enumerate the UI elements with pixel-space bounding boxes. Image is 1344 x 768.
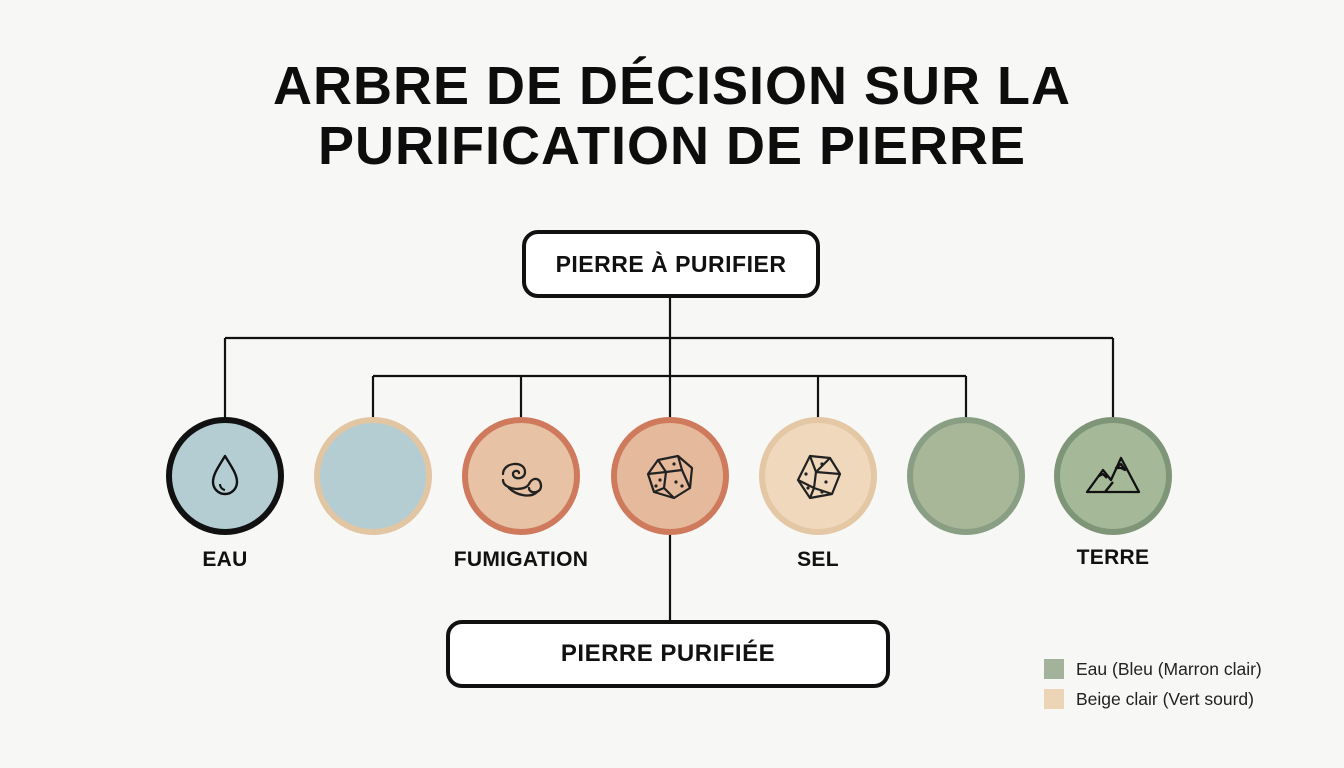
legend-item: Beige clair (Vert sourd)	[1044, 684, 1262, 714]
legend-item: Eau (Bleu (Marron clair)	[1044, 654, 1262, 684]
result-node-box: PIERRE PURIFIÉE	[446, 620, 890, 688]
node-fumigation	[462, 417, 580, 535]
node-label-fumigation: FUMIGATION	[453, 548, 589, 571]
salt-crystal-icon	[796, 454, 842, 500]
title-line-2: PURIFICATION DE PIERRE	[317, 116, 1027, 176]
node-green-empty	[907, 417, 1025, 535]
result-node-label: PIERRE PURIFIÉE	[560, 640, 776, 667]
mountain-icon	[1085, 456, 1141, 494]
node-label-terre: TERRE	[1076, 546, 1150, 569]
node-stone	[611, 417, 729, 535]
diagram-title: ARBRE DE DÉCISION SUR LA PURIFICATION DE…	[0, 56, 1344, 176]
node-blue-empty	[314, 417, 432, 535]
water-drop-icon	[211, 454, 239, 496]
node-sel	[759, 417, 877, 535]
title-line-1: ARBRE DE DÉCISION SUR LA	[272, 56, 1072, 116]
node-label-eau: EAU	[202, 548, 248, 571]
root-node-box: PIERRE À PURIFIER	[522, 230, 820, 298]
node-eau	[166, 417, 284, 535]
stone-icon	[646, 454, 694, 500]
legend-label: Beige clair (Vert sourd)	[1076, 688, 1254, 709]
legend-label: Eau (Bleu (Marron clair)	[1076, 658, 1262, 679]
smoke-swirl-icon	[501, 462, 543, 497]
legend-swatch	[1044, 689, 1064, 709]
node-label-sel: SEL	[797, 548, 839, 571]
node-terre	[1054, 417, 1172, 535]
legend: Eau (Bleu (Marron clair) Beige clair (Ve…	[1044, 654, 1262, 714]
legend-swatch	[1044, 659, 1064, 679]
root-node-label: PIERRE À PURIFIER	[555, 250, 787, 277]
